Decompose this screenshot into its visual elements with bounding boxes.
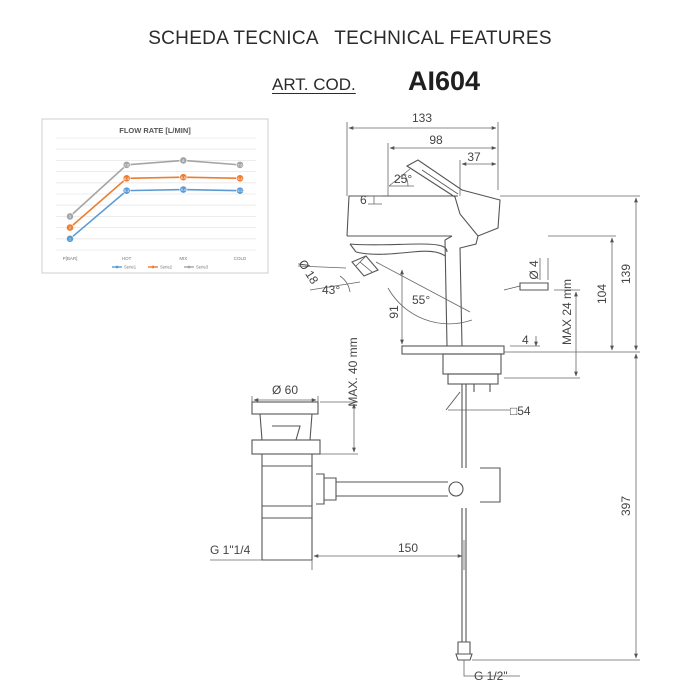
chart-x-tick-label: MIX [179, 256, 187, 261]
chart-point [236, 160, 244, 169]
chart-data-label: 6.5 [181, 176, 186, 180]
chart-data-label: 7.6 [124, 163, 129, 167]
dim-dia-60: Ø 60 [272, 383, 298, 397]
chart-x-ticks: P[BAR] HOT MIX COLD [63, 256, 247, 261]
chart-legend-label: Serie2 [160, 265, 173, 270]
chart-series-line [69, 176, 241, 229]
angle-25: 25° [394, 172, 412, 186]
dim-max-40: MAX. 40 mm [346, 337, 360, 406]
dim-37: 37 [467, 150, 481, 164]
dimension-labels: 133 98 37 25° 6 139 104 Ø 4 MAX 24 mm Ø … [210, 111, 633, 683]
chart-data-label: 8 [182, 159, 184, 163]
dim-max-24: MAX 24 mm [560, 279, 574, 345]
chart-series-group: 1 5.3 5.4 5.3 2 6.4 6.5 6.4 3 7.6 8 7.6 [66, 156, 244, 243]
chart-data-label: 1 [69, 237, 71, 241]
faucet-body-outline [251, 159, 549, 661]
chart-data-label: 5.3 [124, 189, 129, 193]
dim-139: 139 [619, 264, 633, 284]
dim-square-54: □54 [510, 404, 531, 418]
dim-397: 397 [619, 496, 633, 516]
chart-frame [41, 118, 269, 274]
dim-98: 98 [429, 133, 443, 147]
chart-point [179, 185, 188, 194]
chart-x-tick-label: P[BAR] [63, 256, 78, 261]
chart-point [236, 174, 244, 183]
chart-legend-marker [187, 265, 191, 269]
dim-4: 4 [522, 333, 529, 347]
dim-dia-4: Ø 4 [527, 260, 541, 280]
chart-point [179, 156, 188, 165]
angle-43: 43° [322, 283, 340, 297]
dim-104: 104 [595, 284, 609, 304]
chart-point [236, 186, 244, 195]
article-code: AI604 [408, 66, 481, 96]
chart-data-label: 5.3 [238, 189, 243, 193]
dim-133: 133 [412, 111, 432, 125]
chart-data-label: 6.4 [238, 177, 243, 181]
thread-g-1-1-4: G 1"1/4 [210, 543, 251, 557]
chart-point [66, 223, 74, 232]
dimension-lines [210, 122, 640, 677]
chart-legend-label: Serie3 [196, 265, 209, 270]
dim-91: 91 [387, 305, 401, 319]
chart-data-label: 6.4 [124, 177, 129, 181]
chart-point [179, 173, 188, 182]
article-code-label: ART. COD. [272, 75, 356, 94]
chart-point [66, 212, 74, 221]
dim-dia-18: Ø 18 [296, 257, 322, 287]
thread-g-1-2: G 1/2" [474, 669, 508, 683]
chart-point [66, 234, 74, 243]
chart-data-label: 2 [69, 226, 71, 230]
chart-x-tick-label: HOT [122, 256, 132, 261]
chart-legend-marker [115, 265, 119, 269]
dim-6: 6 [360, 193, 367, 207]
chart-x-tick-label: COLD [234, 256, 247, 261]
chart-series-line [69, 159, 241, 217]
chart-point [122, 160, 131, 169]
chart-title: FLOW RATE [L/MIN] [119, 126, 191, 135]
chart-legend-marker [151, 265, 155, 269]
chart-gridlines [56, 137, 256, 251]
angle-55: 55° [412, 293, 430, 307]
chart-legend-label: Serie1 [124, 265, 137, 270]
dim-150: 150 [398, 541, 418, 555]
chart-data-label: 7.6 [238, 163, 243, 167]
chart-point [122, 174, 131, 183]
chart-point [122, 186, 131, 195]
flow-rate-chart: FLOW RATE [L/MIN] 1 5.3 5.4 5.3 2 6.4 6.5 6.4 3 7… [41, 118, 269, 274]
page-title: SCHEDA TECNICA TECHNICAL FEATURES [148, 28, 552, 49]
chart-series-line [69, 188, 241, 240]
chart-legend: Serie1 Serie2 Serie3 [112, 265, 209, 270]
chart-data-label: 3 [69, 215, 71, 219]
chart-data-label: 5.4 [181, 188, 186, 192]
